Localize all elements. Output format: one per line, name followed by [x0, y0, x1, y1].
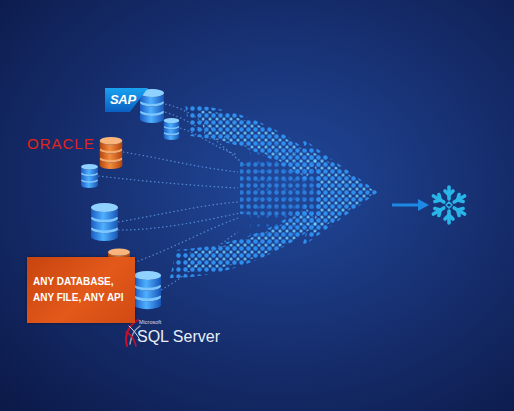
vendor-logo-text: ORACLE — [27, 135, 95, 152]
dot-stream — [170, 104, 378, 278]
logo-badge: SAP — [105, 88, 148, 112]
vendor-logo-text: SQL Server — [137, 328, 220, 346]
logo-text: SAP — [105, 88, 148, 112]
flow-arrow — [392, 199, 429, 211]
box-text: ANY DATABASE, ANY FILE, ANY API — [33, 274, 129, 306]
vendor-subtitle: Microsoft — [139, 319, 161, 325]
source-box: ANY DATABASE, ANY FILE, ANY API — [27, 257, 135, 323]
snowflake-logo — [431, 187, 466, 223]
